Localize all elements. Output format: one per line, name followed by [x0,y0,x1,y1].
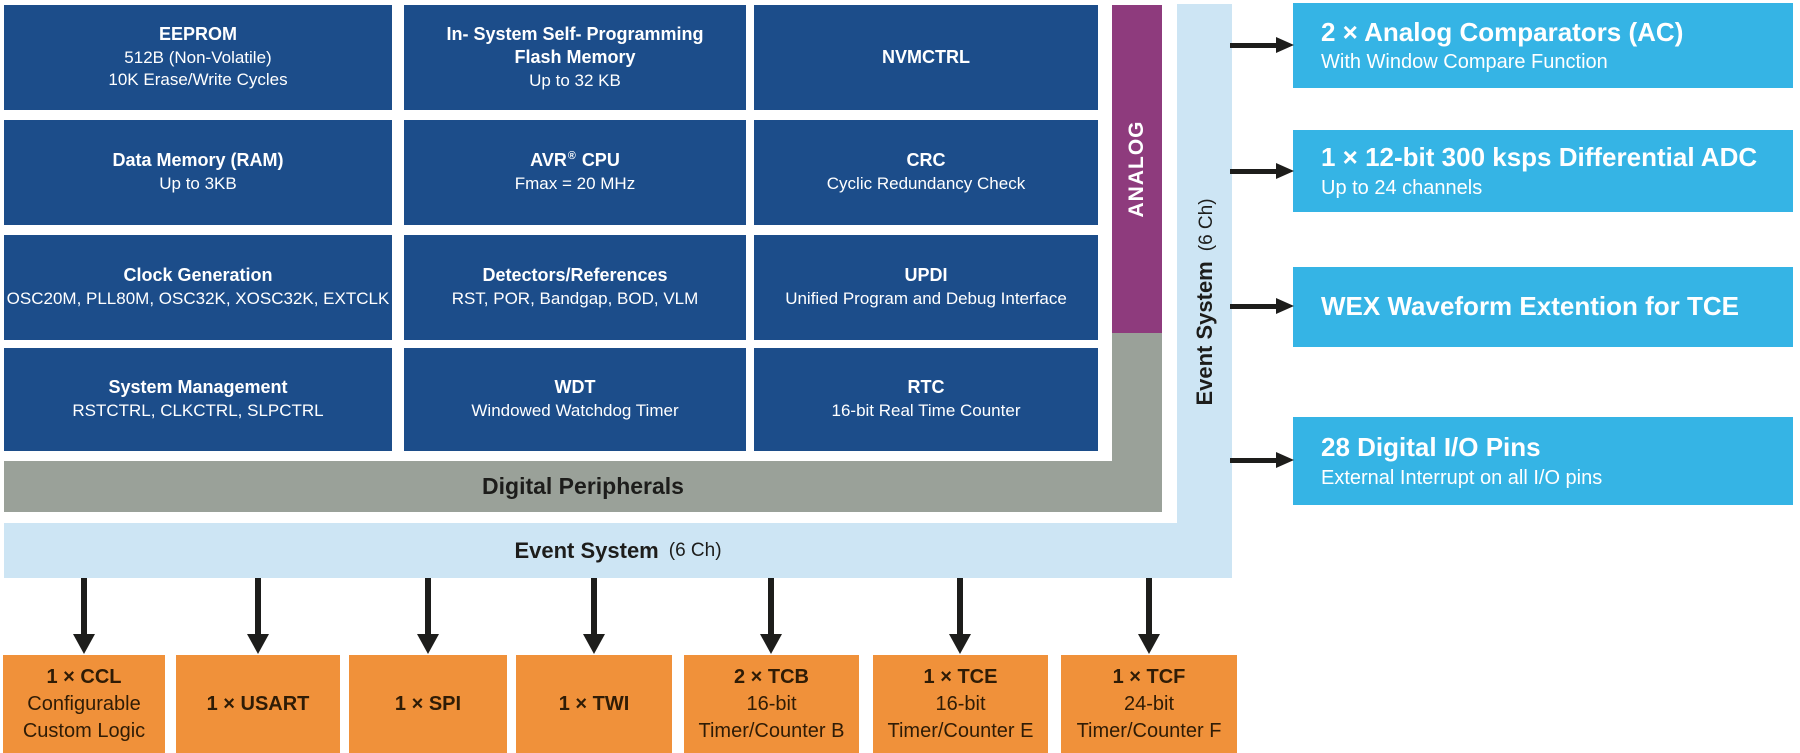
block-avr-cpu: AVR®CPU Fmax = 20 MHz [404,120,746,225]
block-rtc: RTC 16-bit Real Time Counter [754,348,1098,451]
event-system-horizontal-bar: Event System (6 Ch) [4,523,1232,578]
module-usart: 1 × USART [176,655,340,753]
module-tce: 1 × TCE 16-bit Timer/Counter E [873,655,1048,753]
digital-peripherals-label: Digital Peripherals [482,473,684,499]
event-system-vertical-bar: Event System (6 Ch) [1177,4,1232,578]
event-system-label: Event System [514,537,659,563]
event-channels-label: (6 Ch) [668,539,722,561]
feature-differential-adc: 1 × 12-bit 300 ksps Differential ADC Up … [1293,130,1793,212]
module-ccl: 1 × CCL Configurable Custom Logic [3,655,165,753]
module-twi: 1 × TWI [516,655,672,753]
digital-peripherals-bar: Digital Peripherals [4,461,1162,512]
feature-wex-waveform-extension: WEX Waveform Extention for TCE [1293,267,1793,347]
block-wdt: WDT Windowed Watchdog Timer [404,348,746,451]
feature-analog-comparators: 2 × Analog Comparators (AC) With Window … [1293,3,1793,88]
feature-digital-io-pins: 28 Digital I/O Pins External Interrupt o… [1293,417,1793,505]
module-tcf: 1 × TCF 24-bit Timer/Counter F [1061,655,1237,753]
analog-label: ANALOG [1125,120,1148,218]
block-nvmctrl: NVMCTRL [754,5,1098,110]
analog-bar: ANALOG [1112,5,1162,333]
event-system-label: Event System [1191,261,1217,407]
block-updi: UPDI Unified Program and Debug Interface [754,235,1098,340]
block-flash-memory: In- System Self- Programming Flash Memor… [404,5,746,110]
block-data-memory-ram: Data Memory (RAM) Up to 3KB [4,120,392,225]
block-crc: CRC Cyclic Redundancy Check [754,120,1098,225]
registered-trademark-symbol: ® [567,150,576,163]
block-clock-generation: Clock Generation OSC20M, PLL80M, OSC32K,… [4,235,392,340]
event-channels-label: (6 Ch) [1195,198,1217,252]
block-detectors-references: Detectors/References RST, POR, Bandgap, … [404,235,746,340]
block-eeprom: EEPROM 512B (Non-Volatile) 10K Erase/Wri… [4,5,392,110]
module-tcb: 2 × TCB 16-bit Timer/Counter B [684,655,859,753]
block-system-management: System Management RSTCTRL, CLKCTRL, SLPC… [4,348,392,451]
module-spi: 1 × SPI [349,655,507,753]
